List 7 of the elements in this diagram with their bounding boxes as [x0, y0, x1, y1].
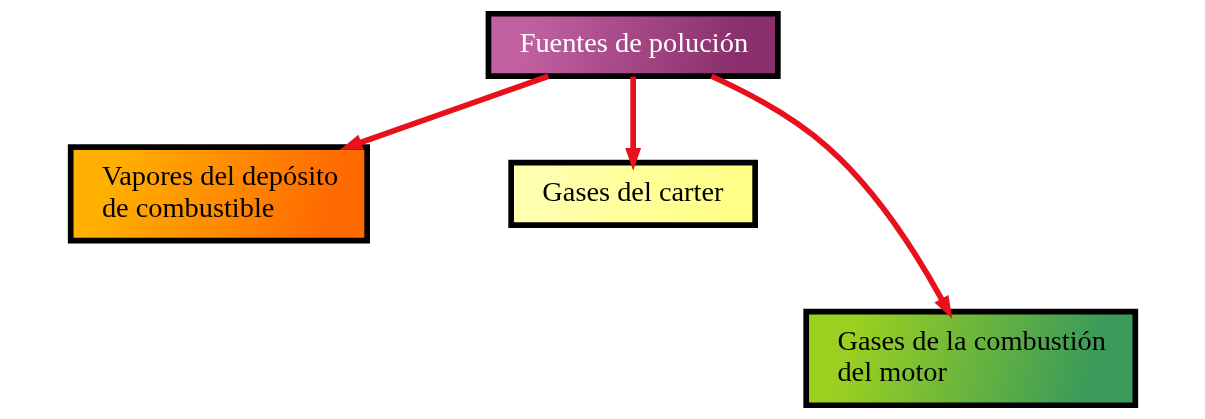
- node-box: Gases del carter: [507, 159, 758, 228]
- node-box: Gases de la combustión del motor: [802, 308, 1138, 409]
- node-box: Vapores del depósito de combustible: [67, 144, 370, 244]
- arrow: [624, 76, 641, 171]
- arrow: [709, 73, 952, 319]
- arrow: [339, 73, 549, 150]
- node-box: Fuentes de polución: [485, 10, 781, 79]
